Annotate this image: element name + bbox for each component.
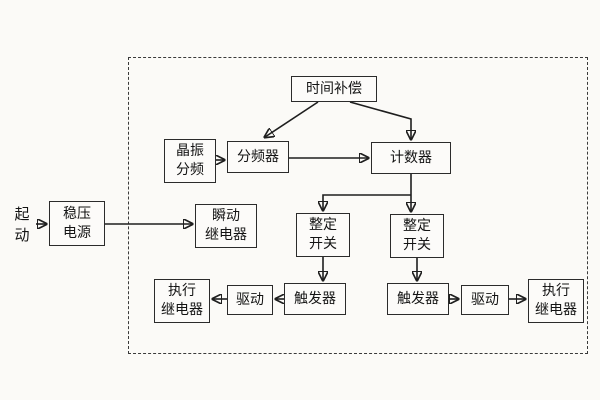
node-instant-relay: 瞬动 继电器: [195, 204, 257, 248]
node-exec-relay-right: 执行 继电器: [528, 279, 584, 323]
node-trigger-left: 触发器: [284, 283, 346, 315]
node-drive-right: 驱动: [461, 285, 509, 315]
node-time-compensation: 时间补偿: [291, 76, 377, 102]
node-trigger-right: 触发器: [387, 283, 449, 315]
node-drive-left: 驱动: [227, 285, 273, 315]
node-setting-switch-left: 整定 开关: [296, 213, 350, 257]
dashed-boundary: [128, 57, 588, 354]
node-counter: 计数器: [371, 142, 451, 174]
node-frequency-divider: 分频器: [227, 141, 289, 173]
node-setting-switch-right: 整定 开关: [390, 214, 444, 258]
node-start-label: 起 动: [14, 205, 30, 244]
node-power-supply: 稳压 电源: [49, 201, 105, 246]
node-crystal-divider: 晶振 分频: [164, 139, 216, 183]
node-exec-relay-left: 执行 继电器: [154, 279, 210, 323]
